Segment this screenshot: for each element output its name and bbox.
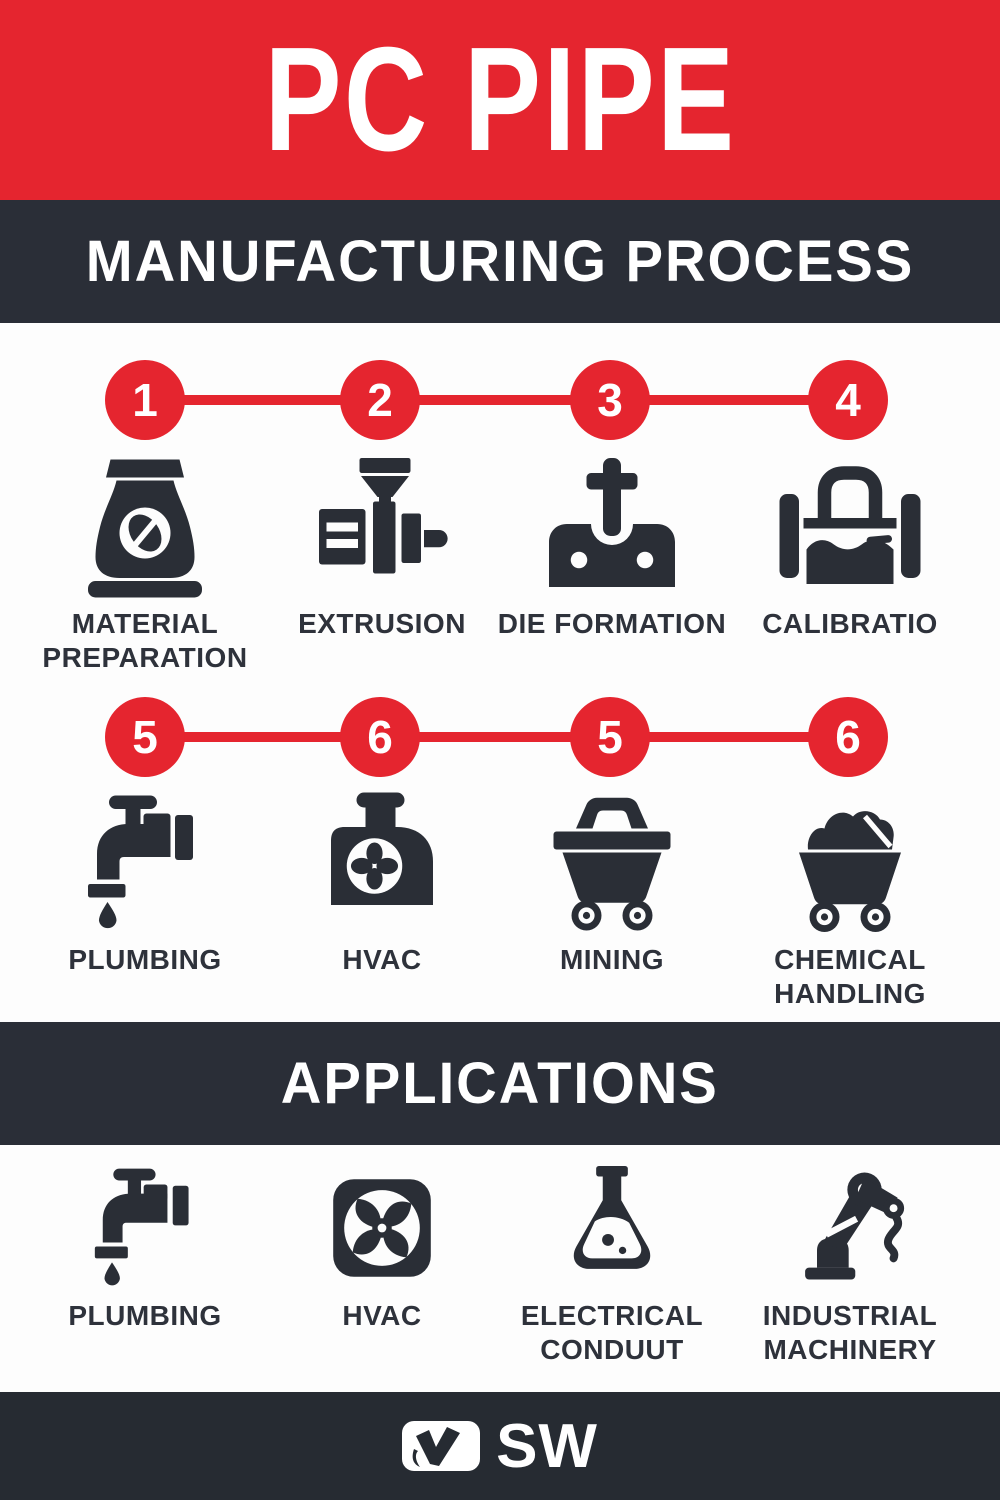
brand-logo-text: SW	[496, 1411, 598, 1481]
step-label: HVAC	[342, 944, 422, 975]
step-cell-material-preparation: MATERIAL PREPARATION	[14, 452, 276, 674]
step-label: CHEMICAL HANDLING	[774, 944, 926, 1009]
faucet-icon	[79, 1162, 211, 1294]
step-number: 1	[132, 374, 158, 426]
step-label: DIE FORMATION	[497, 608, 727, 639]
application-cell-plumbing: PLUMBING	[14, 1162, 276, 1333]
step-number: 5	[132, 711, 158, 763]
connector-line-row2	[145, 732, 848, 742]
manufacturing-band: MANUFACTURING PROCESS	[0, 200, 1000, 323]
step-cell-hvac: HVAC	[251, 788, 513, 977]
step-number: 5	[597, 711, 623, 763]
step-cell-calibration: CALIBRATIO	[719, 452, 981, 641]
step-number: 2	[367, 374, 393, 426]
step-label: MINING	[559, 944, 665, 975]
step-circle-5b: 5	[570, 697, 650, 777]
applications-band: APPLICATIONS	[0, 1022, 1000, 1145]
step-circle-4: 4	[808, 360, 888, 440]
material-bag-icon	[70, 452, 220, 602]
application-label: HVAC	[342, 1300, 422, 1331]
application-label: INDUSTRIAL MACHINERY	[762, 1300, 938, 1365]
step-cell-chemical-handling: CHEMICAL HANDLING	[719, 788, 981, 1010]
step-circle-6b: 6	[808, 697, 888, 777]
die-press-icon	[537, 452, 687, 602]
flask-icon	[546, 1162, 678, 1294]
calibration-tank-icon	[775, 452, 925, 602]
step-circle-5: 5	[105, 697, 185, 777]
step-circle-6: 6	[340, 697, 420, 777]
connector-line-row1	[145, 395, 848, 405]
application-cell-industrial-machinery: INDUSTRIAL MACHINERY	[719, 1162, 981, 1366]
step-cell-extrusion: EXTRUSION	[251, 452, 513, 641]
application-label: PLUMBING	[68, 1300, 222, 1331]
faucet-icon	[70, 788, 220, 938]
step-circle-3: 3	[570, 360, 650, 440]
mine-cart-icon	[537, 788, 687, 938]
step-number: 6	[367, 711, 393, 763]
robot-arm-icon	[784, 1162, 916, 1294]
extruder-machine-icon	[307, 452, 457, 602]
header: PC PIPE	[0, 0, 1000, 200]
step-label: EXTRUSION	[298, 608, 466, 639]
chemical-cart-icon	[775, 788, 925, 938]
step-number: 6	[835, 711, 861, 763]
step-circle-2: 2	[340, 360, 420, 440]
step-cell-plumbing: PLUMBING	[14, 788, 276, 977]
step-number: 3	[597, 374, 623, 426]
application-cell-electrical-conduit: ELECTRICAL CONDUUT	[481, 1162, 743, 1366]
step-label: MATERIAL PREPARATION	[42, 608, 248, 673]
exhaust-fan-icon	[321, 1162, 443, 1294]
step-label: PLUMBING	[68, 944, 222, 975]
manufacturing-band-title: MANUFACTURING PROCESS	[85, 229, 915, 294]
applications-band-title: APPLICATIONS	[281, 1051, 719, 1116]
hvac-unit-icon	[307, 788, 457, 938]
step-number: 4	[835, 374, 861, 426]
step-circle-1: 1	[105, 360, 185, 440]
footer: SW	[0, 1392, 1000, 1500]
step-label: CALIBRATIO	[762, 608, 938, 639]
poster-title: PC PIPE	[264, 17, 736, 182]
brand-logo-icon	[402, 1421, 481, 1471]
application-cell-hvac: HVAC	[251, 1162, 513, 1333]
step-cell-mining: MINING	[481, 788, 743, 977]
application-label: ELECTRICAL CONDUUT	[520, 1300, 704, 1365]
step-cell-die-formation: DIE FORMATION	[481, 452, 743, 641]
